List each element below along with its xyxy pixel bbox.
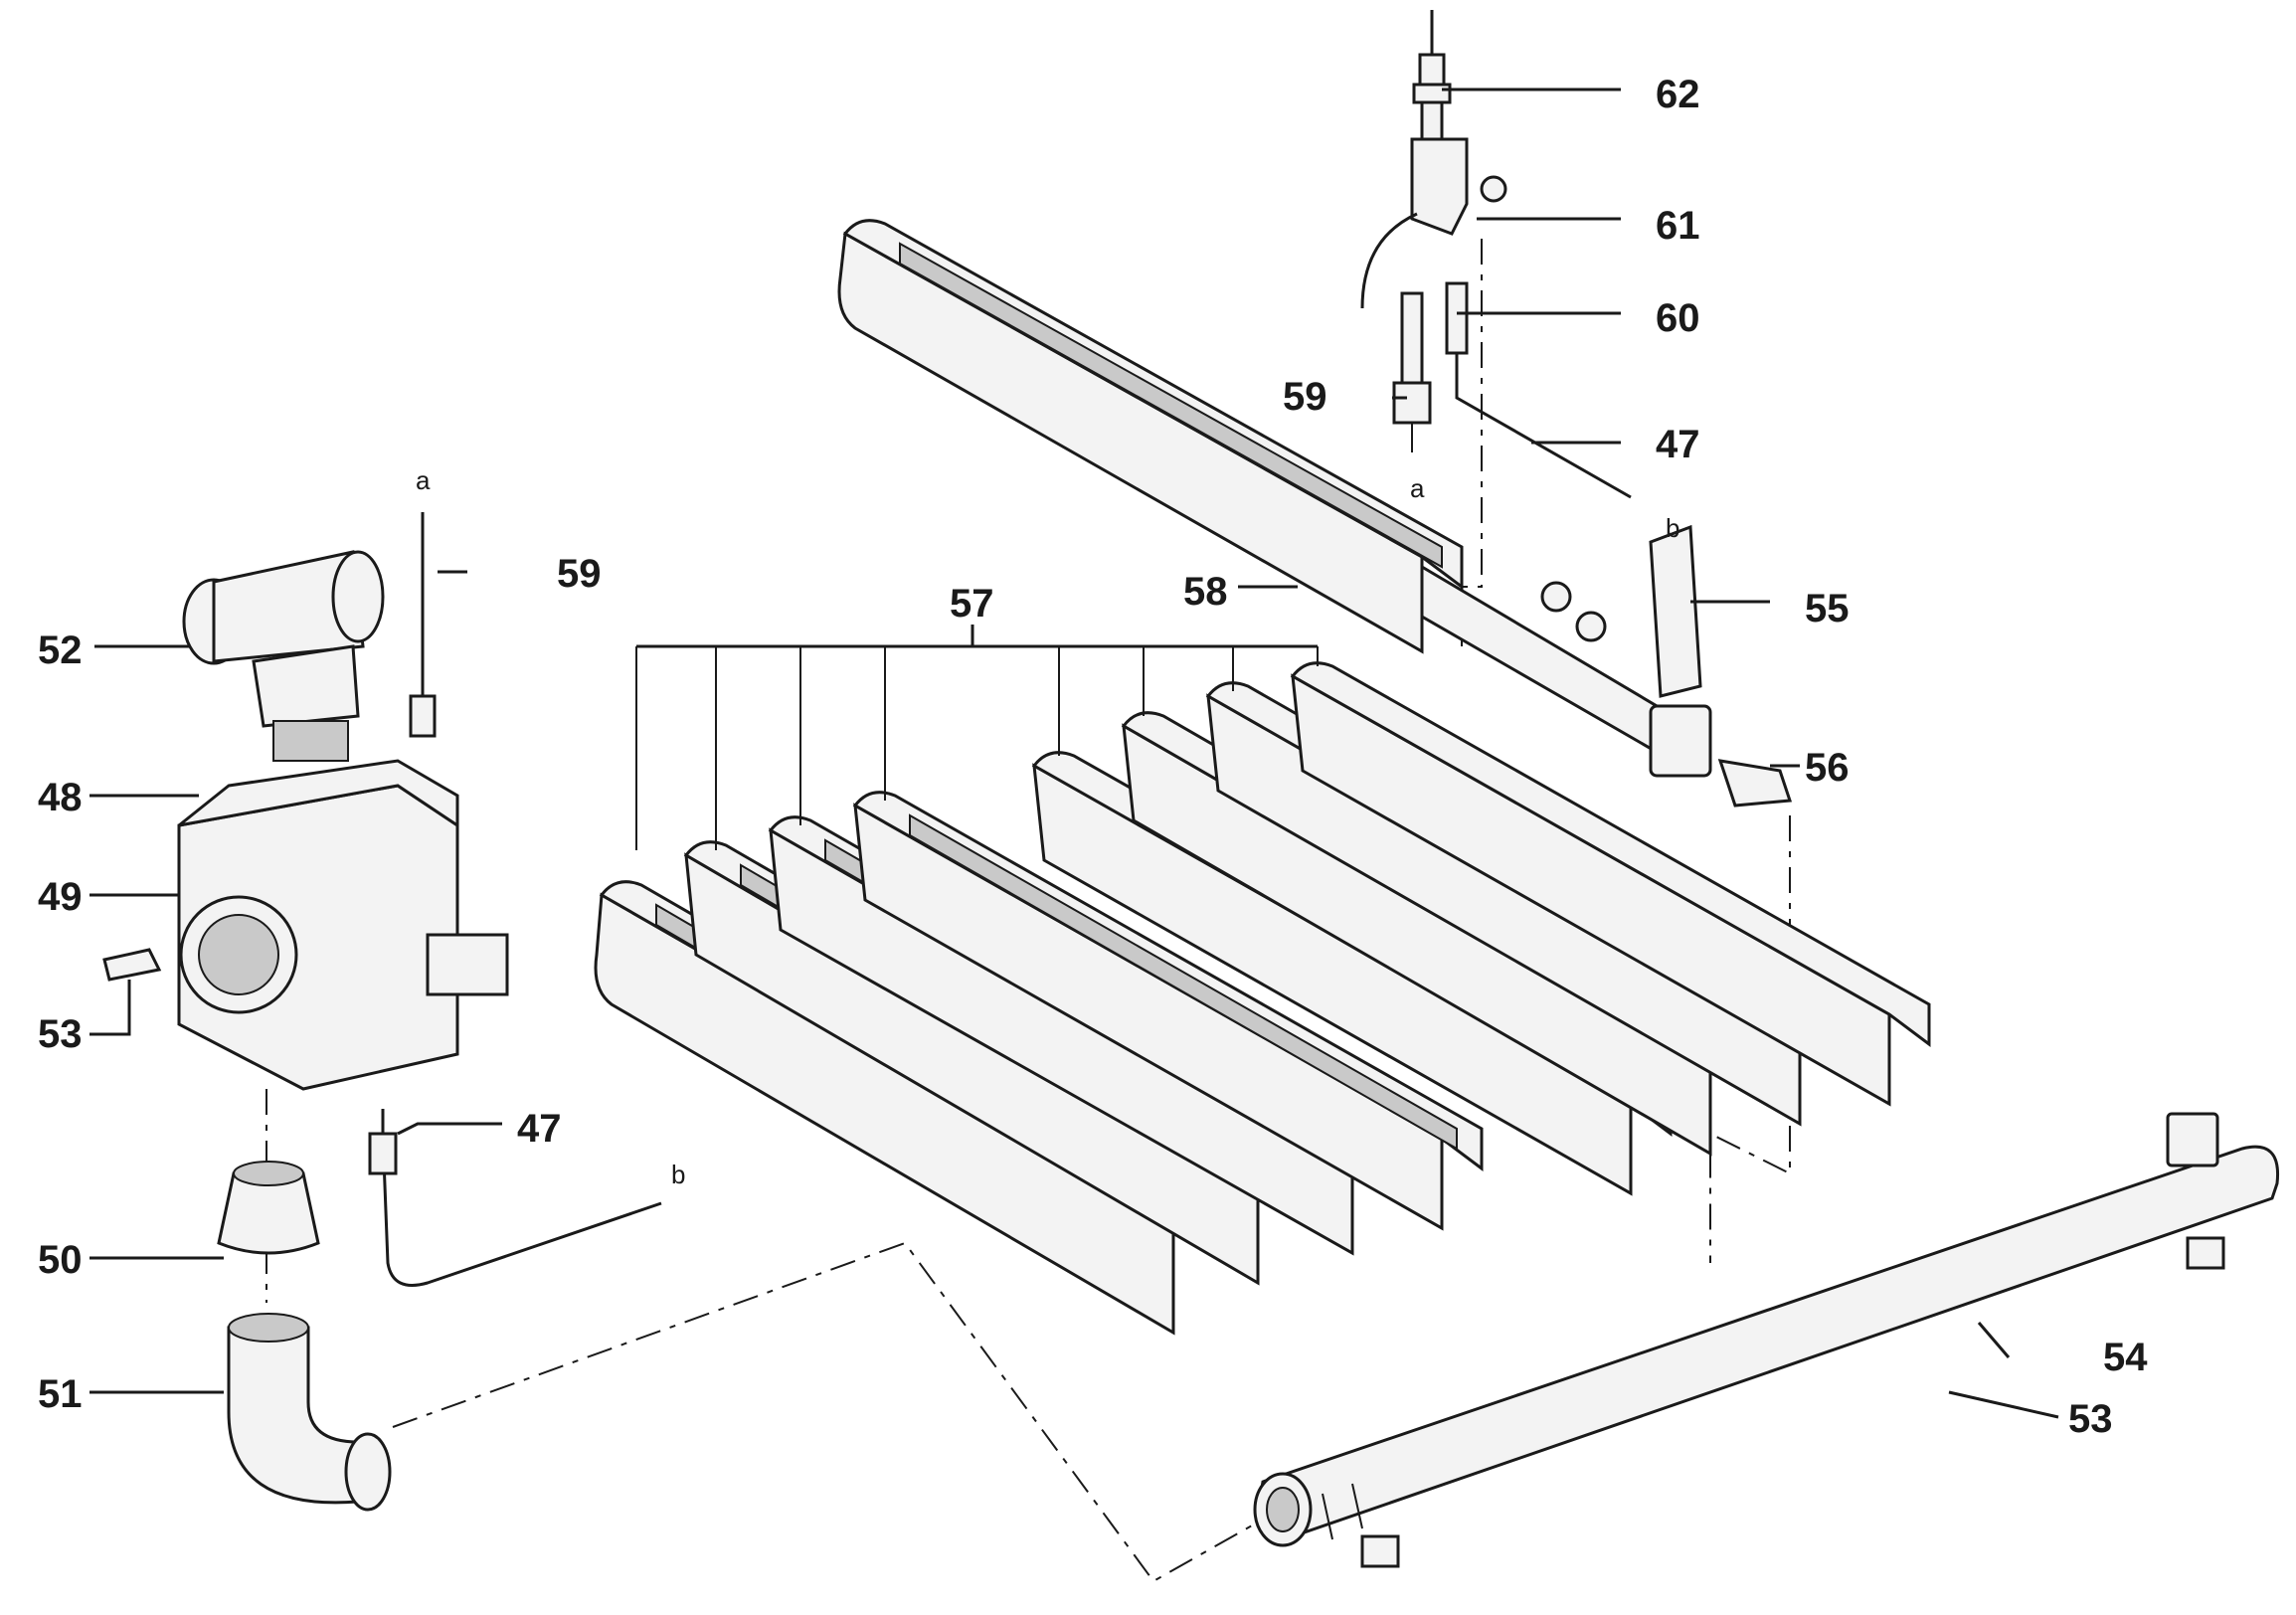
callout-51: 51 <box>38 1372 83 1416</box>
callout-labels: 62 61 60 59 47 55 58 57 56 59 52 48 49 5… <box>38 73 2148 1441</box>
gas-manifold-pipe <box>1253 1112 2280 1568</box>
callout-47-bottom: 47 <box>517 1107 562 1151</box>
callout-56: 56 <box>1805 746 1850 790</box>
nipple-fitting <box>217 1161 320 1255</box>
connector-letters: a b a b <box>416 465 1679 1189</box>
pilot-burner-bar <box>837 219 1712 778</box>
connector-a-top: a <box>1410 473 1425 503</box>
callout-61: 61 <box>1656 204 1700 248</box>
connector-b-left: b <box>671 1160 685 1189</box>
callout-55: 55 <box>1805 587 1850 630</box>
callout-58: 58 <box>1183 570 1228 614</box>
burner-bars-rear-row <box>1031 661 1931 1196</box>
callout-59-top: 59 <box>1283 375 1327 419</box>
callout-59-left: 59 <box>557 552 602 596</box>
burner-bars-front-row <box>594 791 1484 1336</box>
connector-a-left: a <box>416 465 431 495</box>
callout-62: 62 <box>1656 73 1700 116</box>
callout-50: 50 <box>38 1238 83 1282</box>
elbow-fitting <box>227 1313 392 1512</box>
tee-fitting <box>182 550 385 762</box>
gas-valve-assembly <box>102 759 509 1091</box>
callout-52: 52 <box>38 628 83 672</box>
callout-49: 49 <box>38 875 83 919</box>
callout-57: 57 <box>950 582 994 626</box>
callout-47-top: 47 <box>1656 423 1700 466</box>
callout-53-right: 53 <box>2068 1397 2113 1441</box>
callout-60: 60 <box>1656 296 1700 340</box>
connector-b-top: b <box>1666 513 1679 543</box>
callout-53-left: 53 <box>38 1012 83 1056</box>
callout-48: 48 <box>38 776 83 819</box>
leader-lines <box>89 88 2059 1419</box>
thermocouple-tube-left <box>368 1109 662 1287</box>
pilot-tube-left <box>409 512 437 738</box>
ignition-assembly <box>1360 10 1793 808</box>
callout-54: 54 <box>2103 1336 2148 1379</box>
